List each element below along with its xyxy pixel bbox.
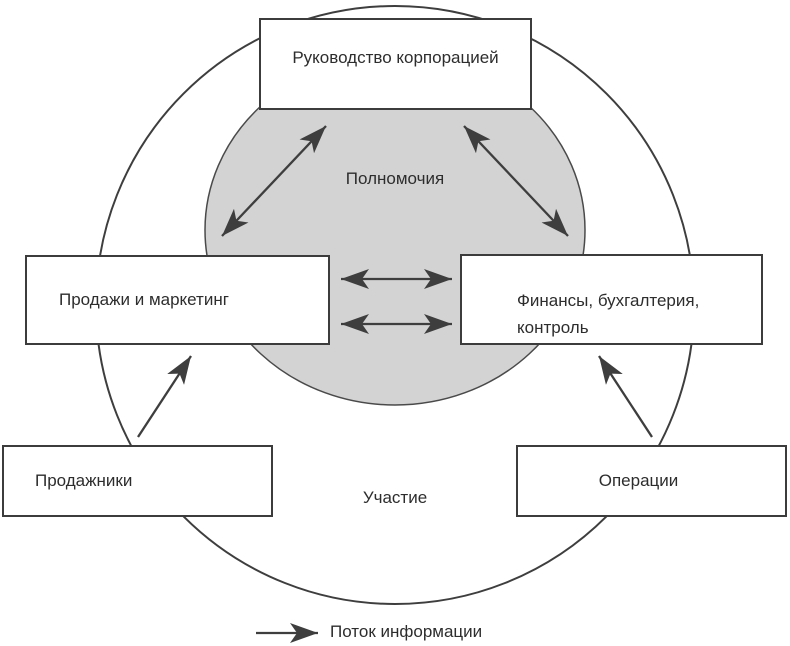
box-salespeople: Продажники [2, 445, 273, 517]
box-finance-label-line2: контроль [517, 317, 589, 337]
arrow-salespeople-to-sales [137, 355, 192, 438]
box-corporate-management-label: Руководство корпорацией [292, 48, 499, 67]
box-finance-accounting-control: Финансы, бухгалтерия, контроль [460, 254, 763, 345]
arrow-top-to-left-bidirectional [221, 125, 327, 237]
box-finance-label-line1: Финансы, бухгалтерия, [517, 290, 700, 310]
participation-zone-label: Участие [362, 488, 428, 507]
arrow-operations-to-finance [598, 355, 653, 438]
box-salespeople-label: Продажники [35, 471, 133, 490]
box-operations: Операции [516, 445, 787, 517]
arrow-top-to-right-bidirectional [463, 125, 569, 237]
box-operations-label: Операции [598, 471, 679, 490]
authority-zone-label: Полномочия [345, 169, 445, 188]
legend-information-flow-label: Поток информации [330, 622, 483, 641]
box-sales-marketing-label: Продажи и маркетинг [59, 290, 229, 309]
box-sales-marketing: Продажи и маркетинг [25, 255, 330, 345]
box-corporate-management: Руководство корпорацией [259, 18, 532, 110]
